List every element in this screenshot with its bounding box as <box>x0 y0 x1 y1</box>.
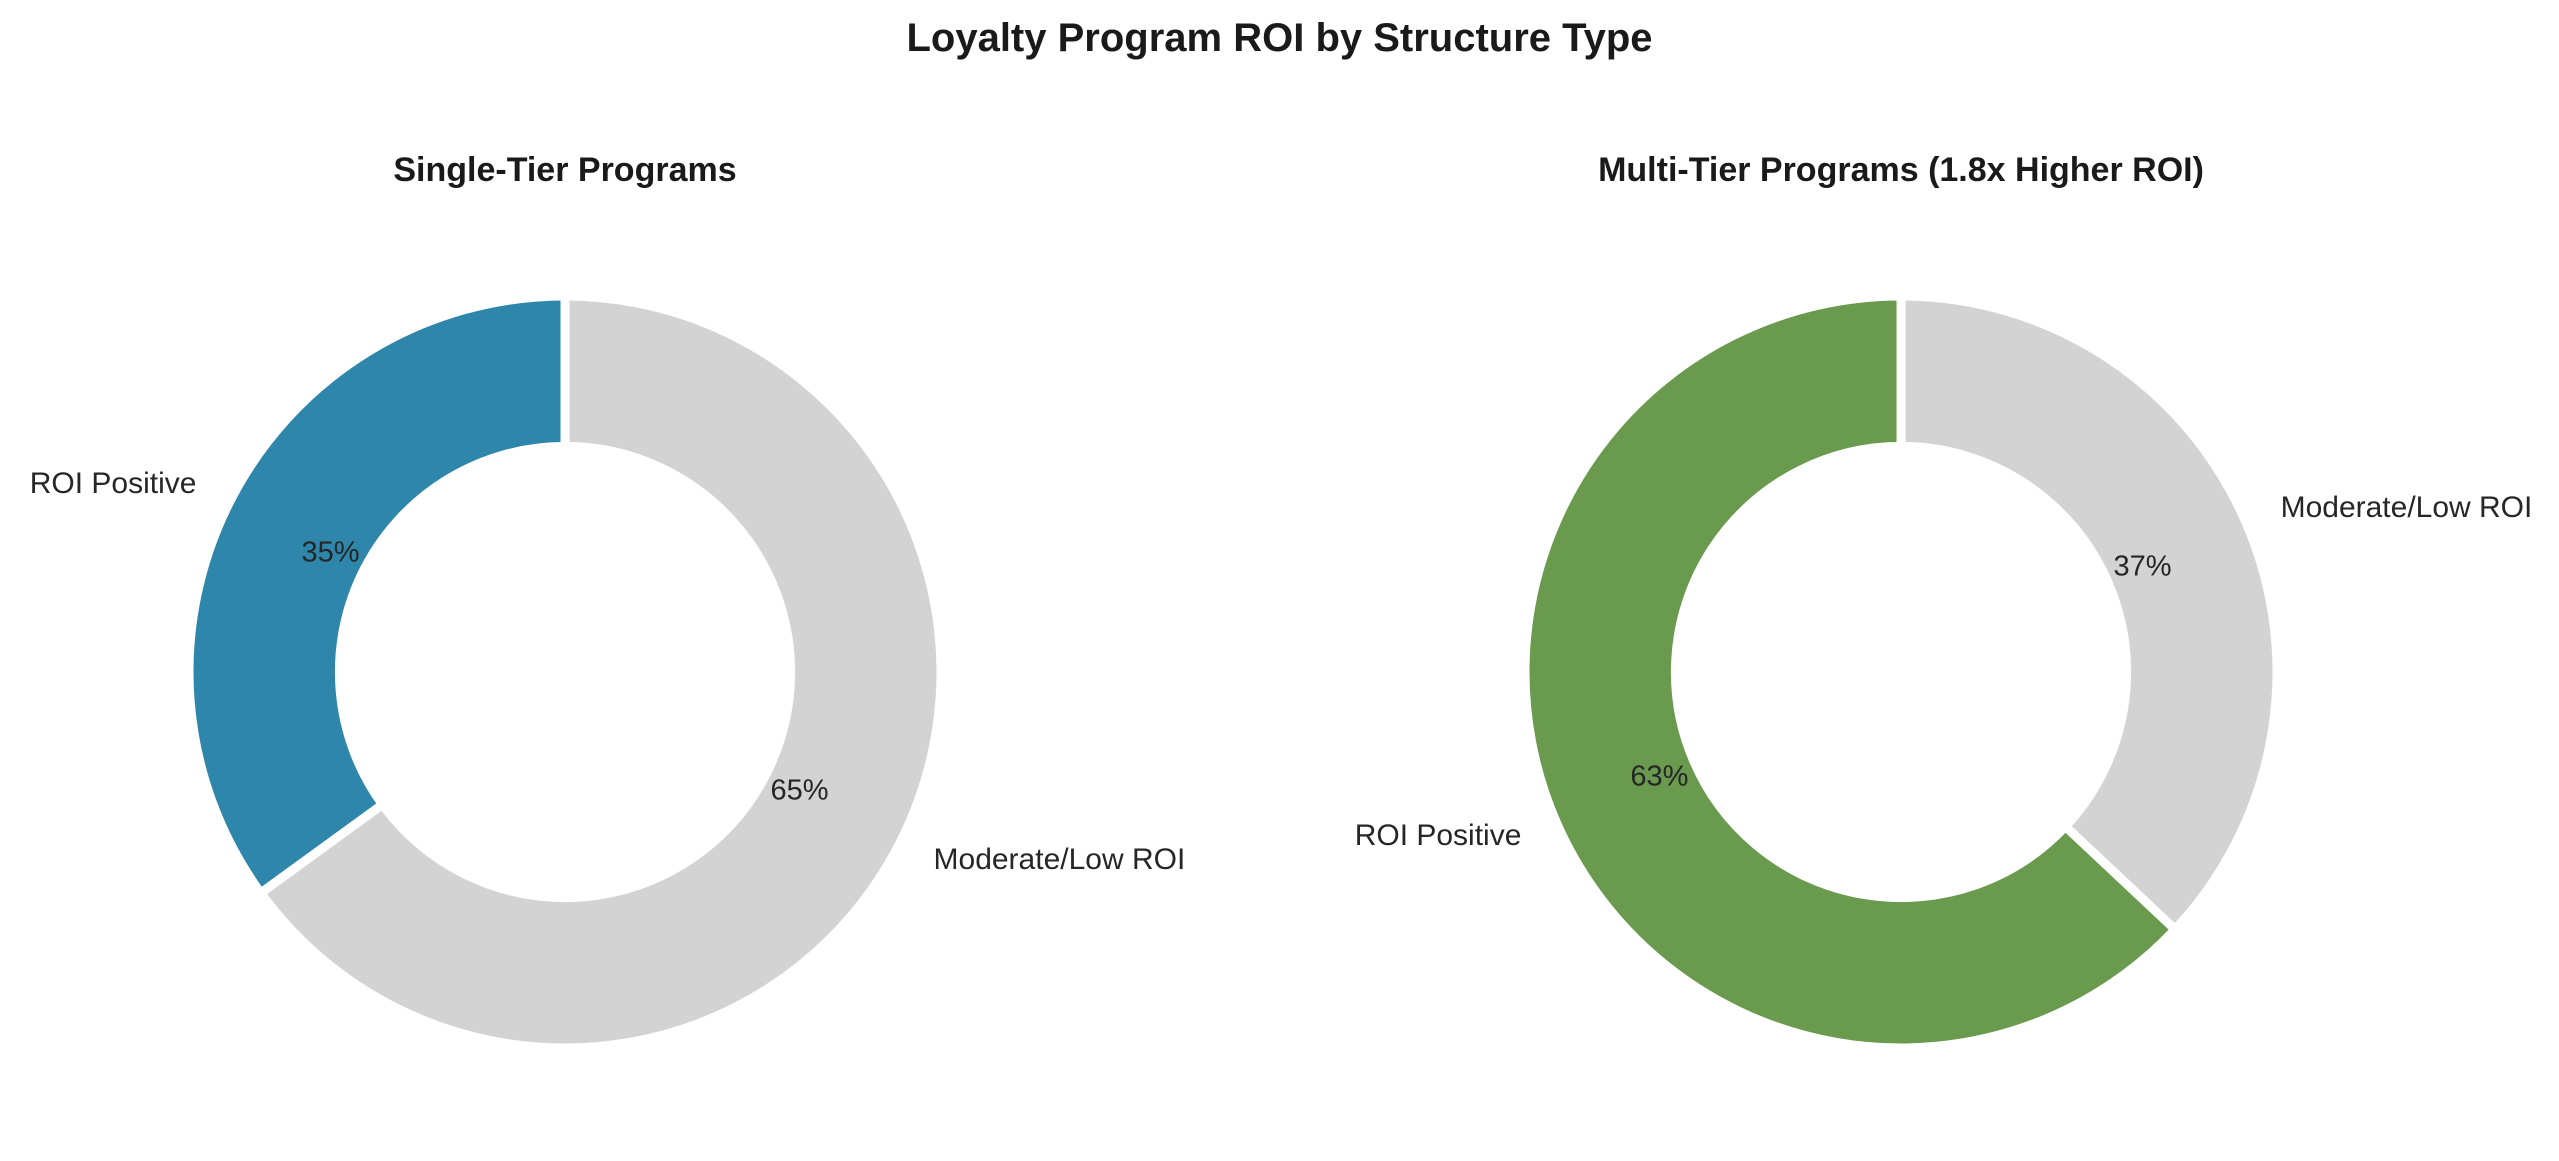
slice-percent-moderate-low-roi: 37% <box>2113 550 2172 583</box>
donut-slice-moderate-low-roi <box>254 291 946 1053</box>
slice-label-roi-positive: ROI Positive <box>29 467 197 501</box>
figure-title: Loyalty Program ROI by Structure Type <box>906 16 1653 60</box>
slice-label-moderate-low-roi: Moderate/Low ROI <box>933 842 1186 876</box>
slice-label-moderate-low-roi: Moderate/Low ROI <box>2280 490 2533 524</box>
donut-slice-moderate-low-roi <box>1896 291 2282 936</box>
slice-percent-roi-positive: 35% <box>301 536 360 568</box>
subplot-title-multi-tier: Multi-Tier Programs (1.8x Higher ROI) <box>1598 151 2204 189</box>
donut-slice-roi-positive <box>184 291 570 900</box>
slice-percent-roi-positive: 63% <box>1630 760 1689 793</box>
subplot-title-single-tier: Single-Tier Programs <box>393 151 737 189</box>
slice-percent-moderate-low-roi: 65% <box>770 774 829 807</box>
donut-slice-roi-positive <box>1520 291 2182 1053</box>
slice-label-roi-positive: ROI Positive <box>1354 819 1522 853</box>
